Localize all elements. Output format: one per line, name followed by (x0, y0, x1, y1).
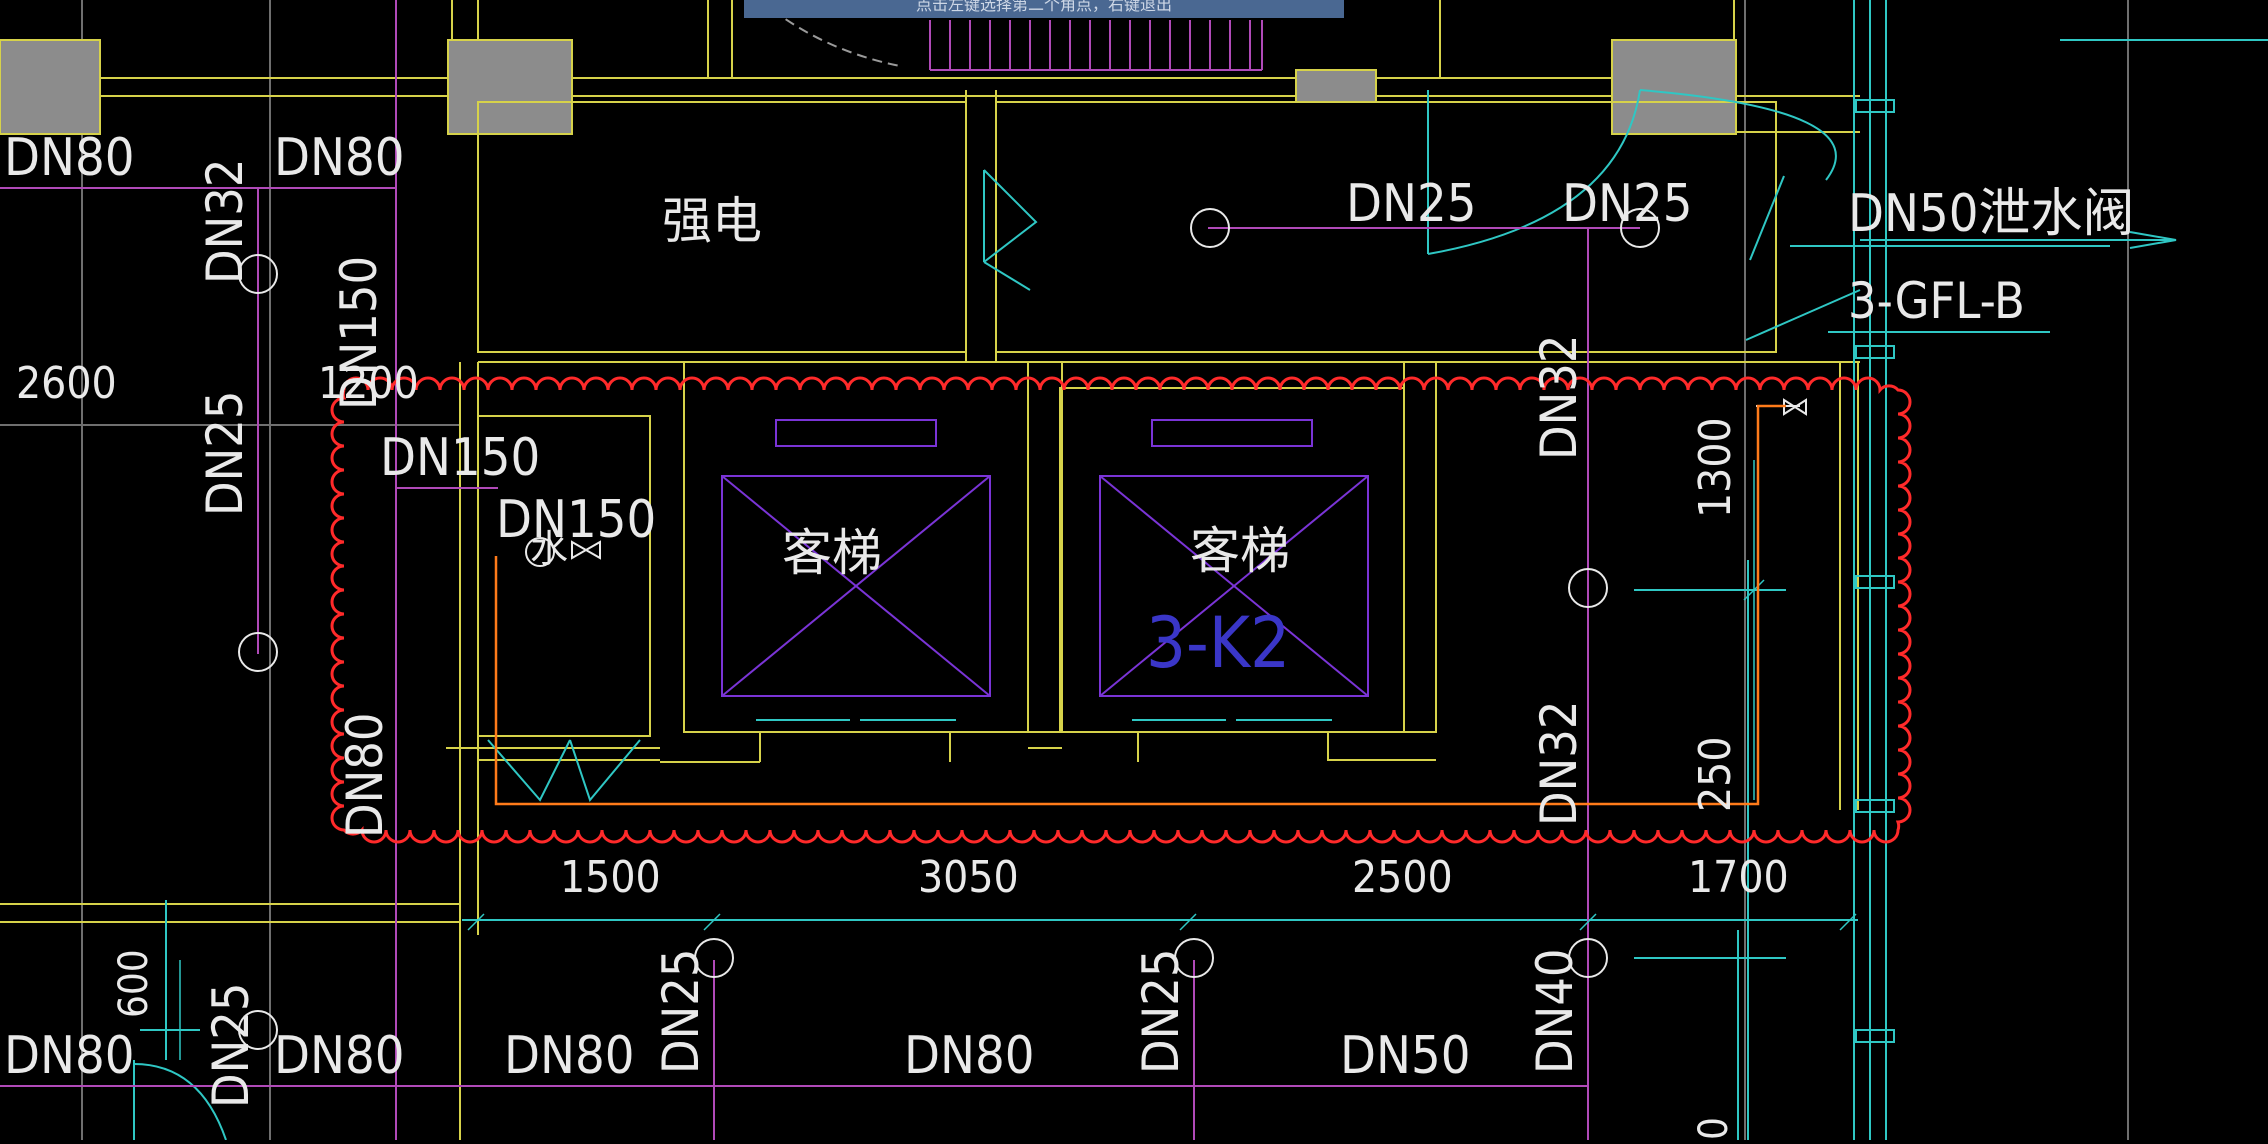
room-label-elevator-1: 客梯 (782, 524, 882, 582)
pipe-size-dn80-bottom-2: DN80 (274, 1026, 405, 1086)
dimension-3050: 3050 (918, 852, 1019, 903)
riser-id-label: 3-GFL-B (1848, 272, 2025, 330)
pipe-size-dn25-top-b: DN25 (1562, 174, 1693, 234)
axis-grid (0, 0, 2129, 1140)
room-label-strong-power: 强电 (662, 192, 762, 250)
pipe-size-dn50-bottom: DN50 (1340, 1026, 1471, 1086)
dimension-2600: 2600 (16, 358, 117, 409)
dimension-lines (179, 460, 1857, 1060)
dimension-1200: 1200 (318, 358, 419, 409)
dimension-1300: 1300 (1690, 417, 1741, 518)
pipe-size-dn150-a: DN150 (380, 428, 541, 488)
room-label-elevator-2: 客梯 (1190, 522, 1290, 580)
pipe-size-dn25-bottom-left: DN25 (202, 982, 260, 1108)
pipe-size-dn25-bottom-a: DN25 (652, 948, 710, 1074)
dimension-2500: 2500 (1352, 852, 1453, 903)
pipe-size-dn25-left: DN25 (196, 390, 254, 516)
pipe-size-dn80-bottom-1: DN80 (4, 1026, 135, 1086)
pipe-size-dn25-top-a: DN25 (1346, 174, 1477, 234)
valve-symbols (571, 398, 1807, 560)
pipe-size-dn32-left: DN32 (196, 158, 254, 284)
dimension-1700: 1700 (1688, 852, 1789, 903)
fire-riser-tag: 3-K2 (1146, 602, 1291, 684)
pipe-size-dn80-cloud: DN80 (336, 712, 394, 838)
pipe-size-dn80-bottom-4: DN80 (904, 1026, 1035, 1086)
dimension-600: 600 (111, 949, 157, 1018)
dimension-bottom-edge: 0 (1691, 1117, 1737, 1140)
pipe-size-dn150-b: DN150 (496, 490, 657, 550)
doors (133, 0, 2268, 1141)
pipe-size-dn80-top-mid: DN80 (274, 128, 405, 188)
command-tooltip: 点击左键选择第二个角点，右键退出 (744, 0, 1344, 18)
pipe-size-dn80-bottom-3: DN80 (504, 1026, 635, 1086)
structural-columns (0, 39, 1737, 135)
stair-rails (1855, 99, 1895, 1043)
riser-circles (238, 208, 1660, 1050)
pipe-size-dn32-right-bottom: DN32 (1530, 700, 1588, 826)
pipe-size-dn25-bottom-b: DN25 (1132, 948, 1190, 1074)
pipe-size-dn32-right-top: DN32 (1530, 334, 1588, 460)
dimension-1500: 1500 (560, 852, 661, 903)
revision-cloud (330, 376, 1912, 844)
selection-boundary (494, 404, 1786, 806)
dimension-250: 250 (1690, 736, 1741, 812)
pipe-size-dn80-top-left: DN80 (4, 128, 135, 188)
pipe-size-dn40-bottom: DN40 (1526, 948, 1584, 1074)
elevator-cars (721, 419, 1369, 697)
drain-symbol-label: 水 (530, 527, 569, 571)
drain-valve-label: DN50泄水阀 (1848, 184, 2135, 244)
walls (0, 0, 1860, 1140)
